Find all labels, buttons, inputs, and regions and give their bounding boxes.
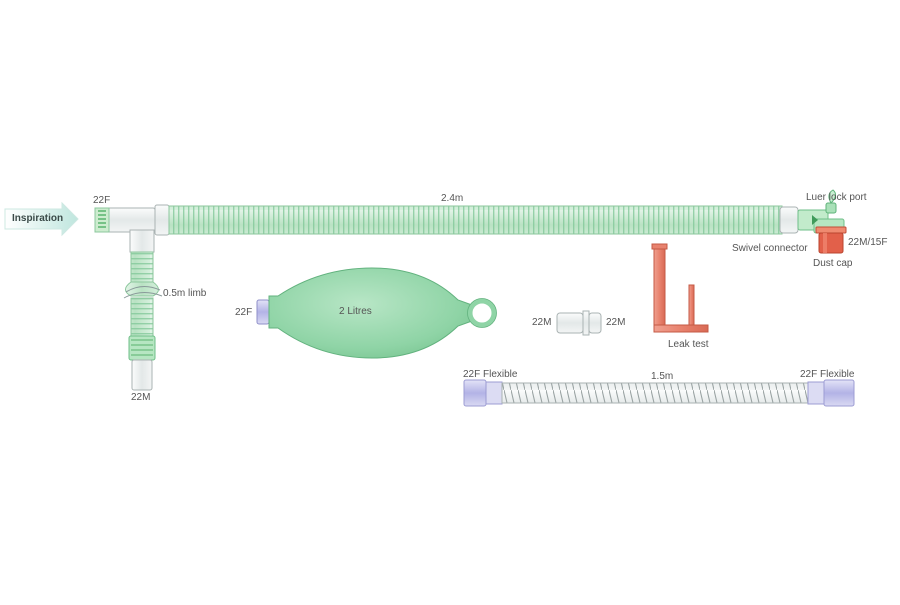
main-tube [168, 205, 799, 235]
adapter-right-label: 22M [606, 317, 626, 328]
flex-length-label: 1.5m [651, 371, 674, 382]
flex-left-label: 22F Flexible [463, 369, 518, 380]
dust-cap-label: Dust cap [813, 258, 853, 269]
dust-cap [815, 226, 847, 254]
leak-test [651, 243, 709, 333]
swivel-size-label: 22M/15F [848, 237, 888, 248]
reservoir-bag [256, 267, 497, 359]
adapter-left-label: 22M [532, 317, 552, 328]
inlet-connector-label: 22F [93, 195, 111, 206]
bag-connector-label: 22F [235, 307, 253, 318]
limb-end-label: 22M [131, 392, 151, 403]
leak-test-label: Leak test [668, 339, 709, 350]
luer-lock-port [825, 189, 837, 214]
luer-lock-port-label: Luer lock port [806, 192, 867, 203]
limb-length-label: 0.5m limb [163, 288, 207, 299]
t-piece-connector [94, 204, 170, 253]
bag-volume-label: 2 Litres [339, 306, 372, 317]
swivel-connector-label: Swivel connector [732, 243, 808, 254]
inspiration-label: Inspiration [12, 213, 64, 224]
inspiration-arrow [4, 201, 79, 237]
adapter-22m-22m [556, 310, 602, 336]
flex-right-label: 22F Flexible [800, 369, 855, 380]
flexible-tube [463, 379, 855, 407]
main-tube-length-label: 2.4m [441, 193, 464, 204]
limb-tube [123, 251, 163, 391]
